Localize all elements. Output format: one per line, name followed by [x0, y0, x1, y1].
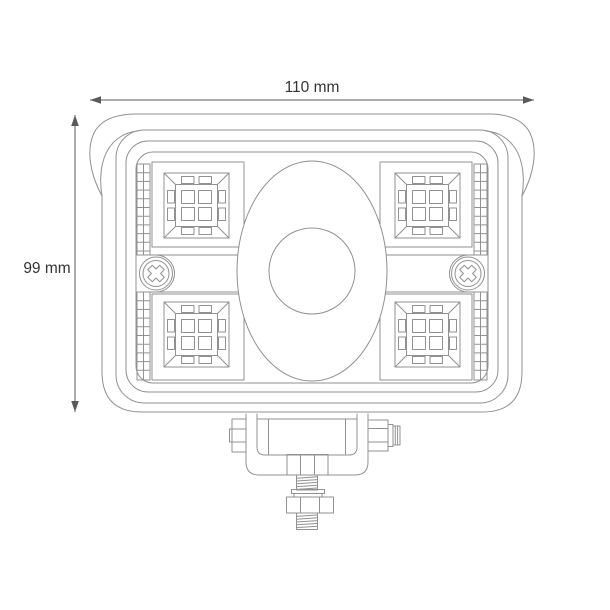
threaded-stud-upper: [296, 474, 318, 491]
housing-contour-2: [115, 129, 509, 404]
height-dimension-label: 99 mm: [23, 260, 70, 277]
bracket-bolt-left: [229, 418, 247, 453]
screw-tab-left: [137, 254, 175, 293]
height-dimension: 99 mm: [23, 115, 79, 412]
housing-outline: [89, 113, 535, 413]
ear-inner-edge-left: [100, 130, 139, 197]
lens-bezel: [135, 151, 489, 384]
panel-bottom-right: [379, 293, 473, 381]
width-dimension-label: 110 mm: [285, 79, 340, 96]
bracket-bolt-right: [367, 419, 401, 452]
housing-contour-3: [125, 140, 499, 393]
center-oval-lens: [236, 160, 388, 382]
bracket-strap-outer: [245, 413, 369, 476]
ear-inner-edge-right: [485, 130, 524, 197]
mounting-bracket: [229, 413, 401, 530]
heatsink-fin-strip-left: [136, 163, 151, 381]
lens-center-circle: [268, 227, 356, 315]
screw-tab-right: [449, 254, 487, 293]
threaded-stud-lower: [296, 512, 318, 530]
arrowhead-up-icon: [71, 115, 79, 126]
lamp-bottom-block: [256, 418, 358, 455]
bracket-hinge-tab: [286, 454, 329, 476]
washer: [291, 489, 325, 498]
led-reflector-top-left: [163, 172, 230, 239]
led-reflector-bottom-right: [394, 301, 461, 368]
panel-top-left: [151, 161, 245, 248]
arrowhead-down-icon: [71, 401, 79, 412]
arrowhead-right-icon: [523, 96, 534, 104]
led-reflector-bottom-left: [163, 301, 230, 368]
panel-bottom-left: [151, 293, 245, 381]
led-reflector-top-right: [394, 172, 461, 239]
housing-outer-contour-with-ears: [89, 113, 535, 413]
width-dimension: 110 mm: [90, 79, 534, 104]
arrowhead-left-icon: [90, 96, 101, 104]
reflector-panels: [151, 161, 473, 381]
panel-top-right: [379, 161, 473, 248]
hex-nut: [286, 496, 334, 514]
bracket-strap-inner: [256, 413, 358, 456]
